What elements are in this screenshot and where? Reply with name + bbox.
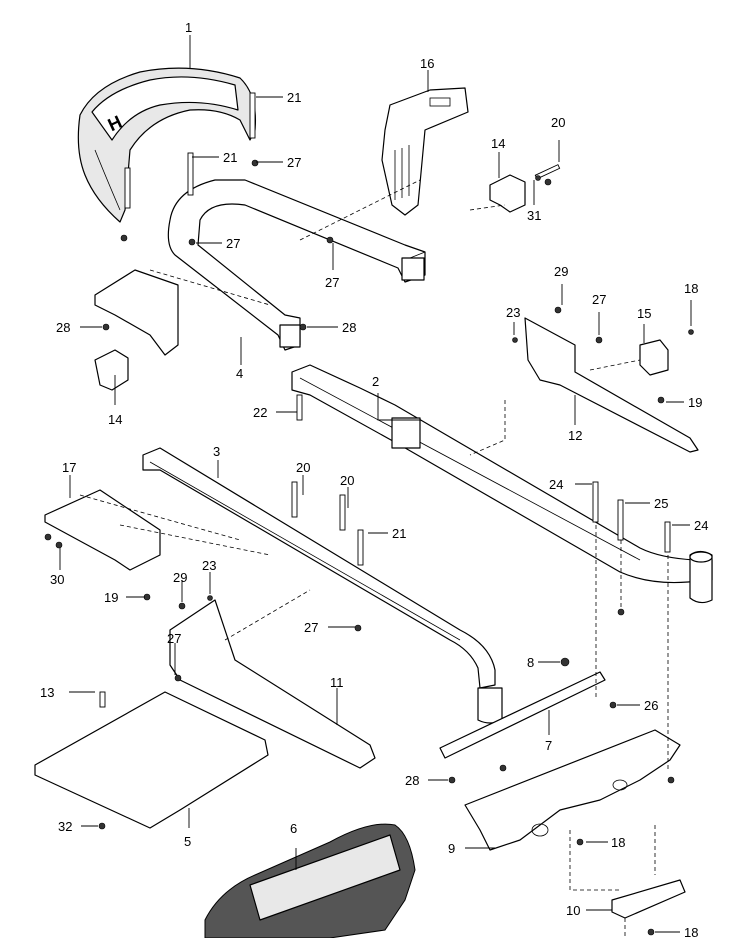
- callout-12: 12: [568, 428, 582, 443]
- callout-31: 31: [527, 208, 541, 223]
- leader-lines: [59, 35, 692, 933]
- callout-28-a: 28: [56, 320, 70, 335]
- part-6-front-grille: [204, 823, 416, 938]
- part-4-upper-frame: [167, 179, 426, 351]
- callout-20-b: 20: [296, 460, 310, 475]
- part-17-plate: [44, 489, 161, 571]
- callouts: 1 16 21 20 14 21 27 31 27 27 29 18 27 23…: [40, 20, 708, 938]
- callout-29-b: 29: [173, 570, 187, 585]
- callout-3: 3: [213, 444, 220, 459]
- callout-26: 26: [644, 698, 658, 713]
- callout-7: 7: [545, 738, 552, 753]
- callout-27-c: 27: [325, 275, 339, 290]
- callout-27-b: 27: [226, 236, 240, 251]
- assembly-lines: [79, 179, 669, 938]
- part-12-right-rail: [524, 317, 699, 453]
- callout-2: 2: [372, 374, 379, 389]
- callout-18-c: 18: [684, 925, 698, 938]
- callout-14-a: 14: [491, 136, 505, 151]
- left-mount-bracket: [94, 269, 179, 391]
- part-2-main-frame: [291, 364, 713, 604]
- callout-27-a: 27: [287, 155, 301, 170]
- part-10-bracket: [611, 879, 686, 919]
- callout-10: 10: [566, 903, 580, 918]
- callout-15: 15: [637, 306, 651, 321]
- callout-4: 4: [236, 366, 243, 381]
- part-5-floor-mat: [34, 691, 269, 829]
- callout-27-e: 27: [304, 620, 318, 635]
- callout-1: 1: [185, 20, 192, 35]
- callout-20-a: 20: [551, 115, 565, 130]
- part-7-plate: [439, 671, 606, 759]
- callout-27-d: 27: [592, 292, 606, 307]
- callout-19-a: 19: [688, 395, 702, 410]
- callout-13: 13: [40, 685, 54, 700]
- callout-5: 5: [184, 834, 191, 849]
- callout-28-b: 28: [342, 320, 356, 335]
- part-14-bracket-upper: [489, 174, 526, 213]
- hardware: [44, 92, 694, 936]
- callout-21-b: 21: [223, 150, 237, 165]
- part-15-bracket: [639, 339, 669, 376]
- callout-9: 9: [448, 841, 455, 856]
- callout-24-b: 24: [694, 518, 708, 533]
- part-11-side-panel: [169, 599, 376, 769]
- callout-18-b: 18: [611, 835, 625, 850]
- callout-21-c: 21: [392, 526, 406, 541]
- callout-8: 8: [527, 655, 534, 670]
- callout-23-b: 23: [202, 558, 216, 573]
- callout-25: 25: [654, 496, 668, 511]
- callout-23-a: 23: [506, 305, 520, 320]
- callout-16: 16: [420, 56, 434, 71]
- callout-22: 22: [253, 405, 267, 420]
- callout-21-a: 21: [287, 90, 301, 105]
- callout-11: 11: [330, 675, 344, 690]
- callout-30: 30: [50, 572, 64, 587]
- callout-19-b: 19: [104, 590, 118, 605]
- callout-29-a: 29: [554, 264, 568, 279]
- callout-17: 17: [62, 460, 76, 475]
- callout-14-b: 14: [108, 412, 122, 427]
- callout-28-c: 28: [405, 773, 419, 788]
- callout-20-c: 20: [340, 473, 354, 488]
- part-9-bracket-plate: [464, 729, 681, 851]
- callout-18-a: 18: [684, 281, 698, 296]
- part-16-upper-bracket: [381, 87, 469, 216]
- callout-32: 32: [58, 819, 72, 834]
- part-1-front-cowl: H: [77, 67, 257, 223]
- callout-6: 6: [290, 821, 297, 836]
- callout-24-a: 24: [549, 477, 563, 492]
- callout-27-f: 27: [167, 631, 181, 646]
